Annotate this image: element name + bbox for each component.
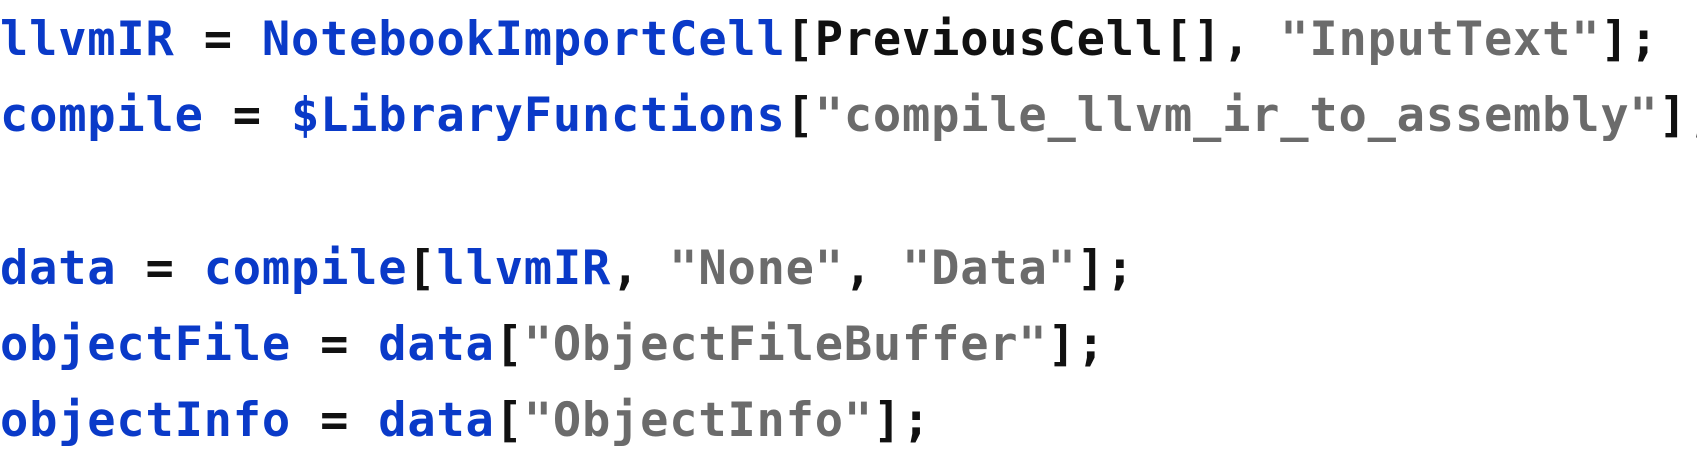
string-token: "ObjectInfo" bbox=[523, 393, 873, 448]
punctuation-token: [PreviousCell[], bbox=[785, 12, 1281, 67]
symbol-token: $LibraryFunctions bbox=[290, 88, 786, 143]
symbol-token: llvmIR bbox=[436, 241, 612, 296]
symbol-token: data bbox=[378, 317, 495, 372]
symbol-token: NotebookImportCell bbox=[261, 12, 786, 67]
symbol-token: objectFile bbox=[0, 317, 291, 372]
code-line: objectInfo = data["ObjectInfo"]; bbox=[0, 383, 1697, 459]
blank-line bbox=[0, 154, 1697, 231]
punctuation-token: [ bbox=[494, 317, 524, 372]
code-line: data = compile[llvmIR, "None", "Data"]; bbox=[0, 231, 1697, 307]
string-token: "compile_llvm_ir_to_assembly" bbox=[814, 88, 1659, 143]
punctuation-token: ]; bbox=[1600, 12, 1659, 67]
symbol-token: compile bbox=[203, 241, 408, 296]
string-token: "ObjectFileBuffer" bbox=[523, 317, 1048, 372]
punctuation-token: [ bbox=[785, 88, 815, 143]
punctuation-token: ]; bbox=[1076, 241, 1135, 296]
punctuation-token: [ bbox=[494, 393, 524, 448]
string-token: "InputText" bbox=[1280, 12, 1601, 67]
punctuation-token: ]; bbox=[1658, 88, 1697, 143]
punctuation-token: , bbox=[843, 241, 903, 296]
operator-token: = bbox=[116, 241, 204, 296]
symbol-token: compile bbox=[0, 88, 204, 143]
code-line: compile = $LibraryFunctions["compile_llv… bbox=[0, 78, 1697, 154]
code-cell[interactable]: llvmIR = NotebookImportCell[PreviousCell… bbox=[0, 0, 1697, 448]
string-token: "None" bbox=[669, 241, 844, 296]
punctuation-token: ]; bbox=[872, 393, 932, 448]
code-line: llvmIR = NotebookImportCell[PreviousCell… bbox=[0, 2, 1697, 78]
code-line: objectFile = data["ObjectFileBuffer"]; bbox=[0, 307, 1697, 383]
symbol-token: llvmIR bbox=[0, 12, 175, 67]
symbol-token: objectInfo bbox=[0, 393, 291, 448]
operator-token: = bbox=[174, 12, 262, 67]
punctuation-token: ]; bbox=[1047, 317, 1106, 372]
operator-token: = bbox=[203, 88, 291, 143]
punctuation-token: , bbox=[611, 241, 670, 296]
punctuation-token: [ bbox=[407, 241, 437, 296]
operator-token: = bbox=[290, 317, 379, 372]
string-token: "Data" bbox=[902, 241, 1077, 296]
operator-token: = bbox=[290, 393, 379, 448]
symbol-token: data bbox=[0, 241, 117, 296]
symbol-token: data bbox=[378, 393, 495, 448]
